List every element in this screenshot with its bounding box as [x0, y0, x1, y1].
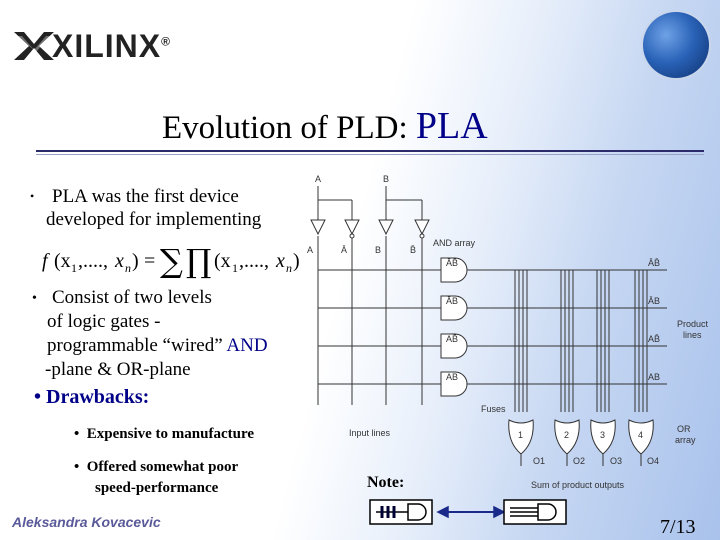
drawback-item-1: • Expensive to manufacture	[74, 426, 254, 442]
product-lines-label-1: Product	[677, 319, 709, 329]
slide-title: Evolution of PLD: PLA	[162, 105, 488, 147]
formula-dots: ,....,	[78, 250, 108, 272]
term-left-3: AB̄	[446, 334, 458, 344]
title-rule	[36, 150, 704, 152]
output-o3: O3	[610, 456, 622, 466]
formula-close-2: )	[293, 250, 300, 272]
and-gates	[440, 257, 468, 397]
formula-f: f	[42, 250, 50, 272]
literal-b: B	[375, 245, 381, 255]
or-gate-4: 4	[638, 430, 643, 440]
bullet-2-line-3: programmable “wired” AND	[47, 335, 268, 356]
bullet-2-line-1: Consist of two levels	[52, 287, 212, 308]
bullet-dot: •	[32, 291, 37, 306]
formula-open: (x	[54, 250, 71, 272]
page-number: 7/13	[660, 516, 696, 538]
formula-prod: ∏	[186, 242, 211, 280]
formula-subn-2: n	[286, 261, 292, 275]
note-label: Note:	[367, 474, 405, 491]
term-right-1: ĀB̄	[648, 258, 660, 268]
pla-diagram: A B A Ā B B̄ AND array ĀB̄ ĀB AB̄ AB ĀB̄…	[307, 174, 709, 490]
drawbacks-heading: • Drawbacks:	[34, 386, 150, 408]
output-o4: O4	[647, 456, 659, 466]
input-label-b: B	[383, 174, 389, 184]
xilinx-wordmark: XILINX®	[52, 28, 171, 64]
input-label-a: A	[315, 174, 321, 184]
drawback-item-2: • Offered somewhat poor	[74, 459, 239, 475]
or-gate-1: 1	[518, 430, 523, 440]
formula-sub1-2: 1	[232, 261, 238, 275]
or-array-label-1: OR	[677, 424, 691, 434]
or-gates	[508, 419, 654, 455]
author-name: Aleksandra Kovacevic	[12, 514, 161, 530]
chip-image-icon	[643, 12, 709, 78]
formula-xn: x	[114, 250, 124, 272]
formula-dots-2: ,....,	[239, 250, 269, 272]
bullet-1-line-2: developed for implementing	[46, 209, 262, 230]
formula-sum: ∑	[160, 242, 183, 280]
fuses-label: Fuses	[481, 404, 506, 414]
or-plane-lines	[514, 270, 648, 412]
xilinx-logo-icon	[14, 32, 54, 60]
formula-close: )	[132, 250, 139, 272]
term-right-4: AB	[648, 372, 660, 382]
term-left-1: ĀB̄	[446, 258, 458, 268]
product-lines-label-2: lines	[683, 330, 702, 340]
and-array-label: AND array	[433, 238, 476, 248]
drawback-item-3: speed-performance	[95, 480, 219, 496]
term-right-3: AB̄	[648, 334, 660, 344]
sop-formula: f (x 1 ,...., x n ) = ∑ ∏ (x 1 ,...., x …	[42, 242, 300, 280]
formula-subn: n	[125, 261, 131, 275]
term-left-2: ĀB	[446, 296, 458, 306]
formula-xn-2: x	[275, 250, 285, 272]
gate-symbol-equivalence	[369, 499, 567, 525]
output-o1: O1	[533, 456, 545, 466]
literal-a-bar: Ā	[341, 245, 347, 255]
literal-b-bar: B̄	[410, 245, 416, 255]
formula-open-2: (x	[214, 250, 231, 272]
bullet-2-line-4: -plane & OR-plane	[45, 359, 191, 380]
bullet-dot: •	[30, 189, 35, 203]
title-rule-thin	[36, 154, 704, 155]
formula-sub1: 1	[71, 261, 77, 275]
or-array-label-2: array	[675, 435, 696, 445]
formula-eq: =	[144, 250, 155, 272]
term-right-2: ĀB	[648, 296, 660, 306]
literal-a: A	[307, 245, 313, 255]
term-left-4: AB	[446, 372, 458, 382]
input-lines-label: Input lines	[349, 428, 391, 438]
bullet-2-line-2: of logic gates -	[47, 311, 161, 332]
output-o2: O2	[573, 456, 585, 466]
or-gate-2: 2	[564, 430, 569, 440]
bullet-1-line-1: PLA was the first device	[52, 186, 239, 207]
sum-outputs-label: Sum of product outputs	[531, 480, 625, 490]
or-gate-3: 3	[600, 430, 605, 440]
